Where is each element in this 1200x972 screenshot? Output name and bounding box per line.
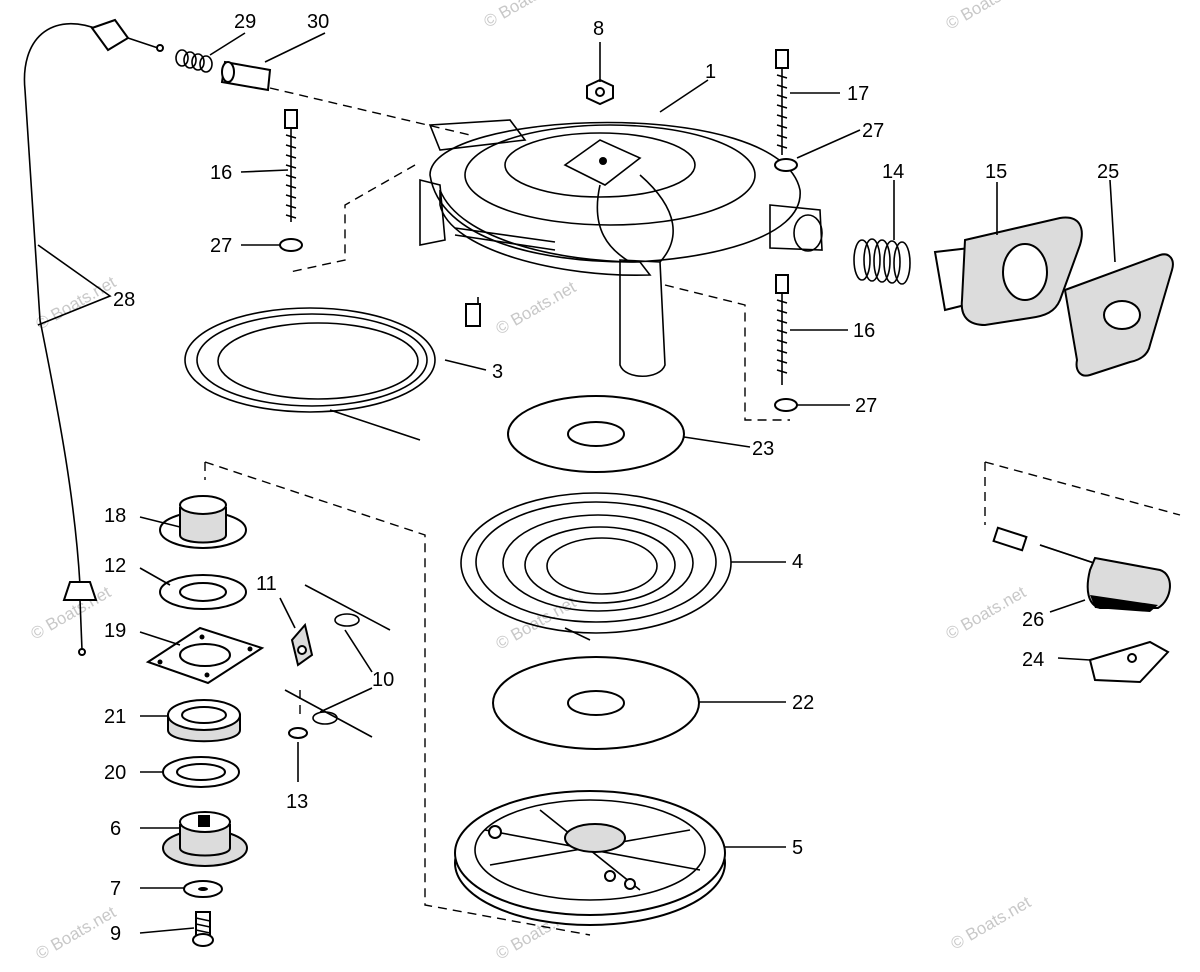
starter-housing (419, 119, 823, 377)
part-label-13: 13 (286, 791, 308, 813)
part-label-25: 25 (1097, 161, 1119, 183)
part-label-24: 24 (1022, 649, 1044, 671)
part-label-27-lower-right: 27 (855, 395, 877, 417)
part-label-15: 15 (985, 161, 1007, 183)
part-label-10: 10 (372, 669, 394, 691)
part-label-21: 21 (104, 706, 126, 728)
handle-plate (1063, 253, 1174, 377)
part-label-12: 12 (104, 555, 126, 577)
small-washer (183, 880, 223, 898)
leader-lines (37, 32, 1116, 934)
handle-insert (1088, 640, 1170, 684)
thin-washer (159, 574, 247, 610)
part-label-23: 23 (752, 438, 774, 460)
watermark: © Boats.net (33, 272, 120, 333)
lower-washer (492, 656, 700, 750)
part-labels: 1 3 4 5 6 7 8 9 10 11 12 13 14 15 16 16 … (104, 11, 1119, 945)
watermark: © Boats.net (33, 902, 120, 963)
oring (162, 756, 240, 788)
part-label-7: 7 (110, 878, 121, 900)
small-nut (288, 727, 308, 739)
hex-nut (586, 78, 614, 106)
starter-handle (992, 526, 1171, 612)
upper-washer (507, 395, 685, 473)
screw (192, 911, 214, 947)
part-label-22: 22 (792, 692, 814, 714)
drive-hub (162, 811, 248, 867)
watermark: © Boats.net (481, 0, 568, 31)
handle-housing (933, 216, 1083, 327)
part-label-6: 6 (110, 818, 121, 840)
starter-rope (184, 307, 436, 441)
part-label-26: 26 (1022, 609, 1044, 631)
part-label-18: 18 (104, 505, 126, 527)
part-label-5: 5 (792, 837, 803, 859)
rope-pulley (454, 790, 726, 926)
part-label-16-lower: 16 (853, 320, 875, 342)
pawl-links (284, 584, 391, 738)
pulley-cap (159, 495, 247, 549)
bushing (167, 699, 241, 743)
plunger (220, 60, 272, 92)
pawl (290, 622, 314, 667)
part-label-9: 9 (110, 923, 121, 945)
detent-spring (175, 49, 213, 73)
watermark: © Boats.net (943, 582, 1030, 643)
part-label-27-left: 27 (210, 235, 232, 257)
part-label-1: 1 (705, 61, 716, 83)
part-label-16-upper: 16 (210, 162, 232, 184)
part-label-3: 3 (492, 361, 503, 383)
square-plate (145, 626, 265, 685)
rewind-spring (460, 492, 732, 641)
part-label-14: 14 (882, 161, 904, 183)
starter-cable (23, 18, 164, 656)
part-label-17: 17 (847, 83, 869, 105)
part-label-19: 19 (104, 620, 126, 642)
watermark: © Boats.net (948, 892, 1035, 953)
part-label-27-upper-right: 27 (862, 120, 884, 142)
compression-spring (853, 238, 911, 285)
part-label-30: 30 (307, 11, 329, 33)
assembly-lines (204, 87, 1181, 936)
part-label-29: 29 (234, 11, 256, 33)
part-label-28: 28 (113, 289, 135, 311)
part-label-8: 8 (593, 18, 604, 40)
part-label-11: 11 (256, 573, 277, 595)
part-label-20: 20 (104, 762, 126, 784)
stud-bolts (279, 49, 798, 412)
watermark: © Boats.net (493, 277, 580, 338)
watermark: © Boats.net (943, 0, 1030, 33)
part-label-4: 4 (792, 551, 803, 573)
